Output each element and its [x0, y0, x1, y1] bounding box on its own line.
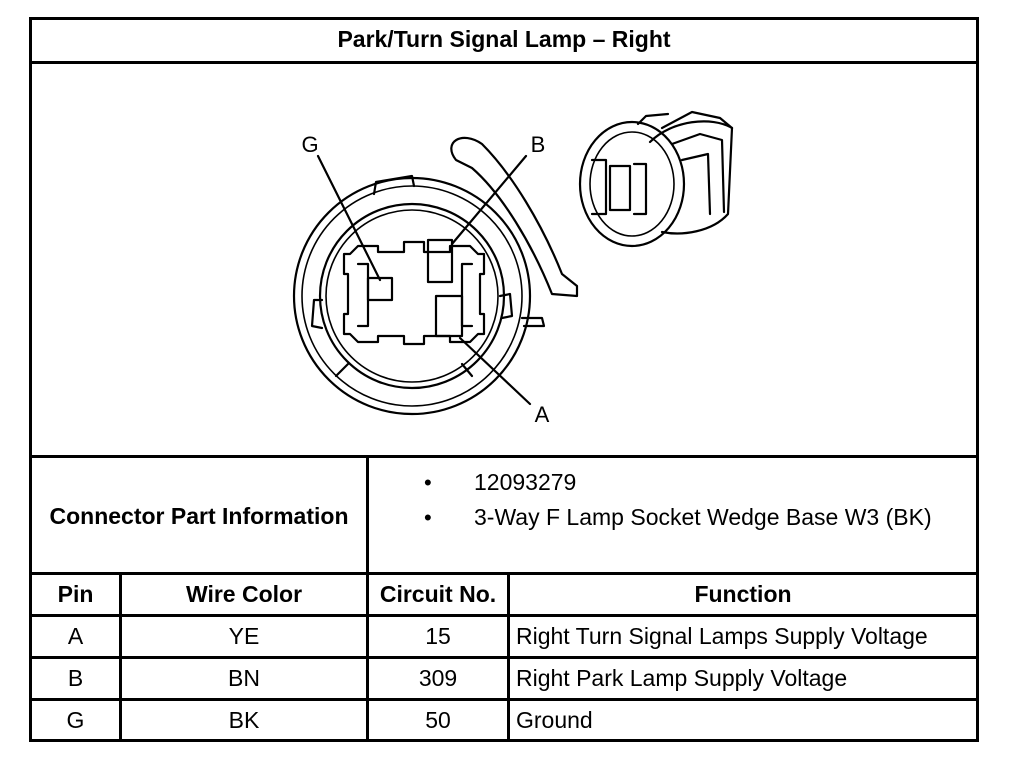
connector-info-label: Connector Part Information — [49, 503, 349, 529]
table-col-border — [119, 572, 122, 742]
connector-illustration: G B A — [32, 64, 976, 456]
connector-part-number: 12093279 — [474, 468, 577, 495]
bullet-icon: • — [424, 470, 432, 495]
table-top-border — [29, 572, 979, 575]
table-cell-pin: G — [66, 706, 85, 733]
table-cell-pin: B — [67, 665, 84, 691]
connector-sheet-frame — [29, 17, 979, 742]
callout-a: A — [535, 402, 550, 427]
table-cell-function: Right Park Lamp Supply Voltage — [516, 665, 848, 691]
connector-description: 3-Way F Lamp Socket Wedge Base W3 (BK) — [474, 503, 932, 530]
figure-divider — [29, 455, 979, 458]
table-cell-function: Ground — [516, 706, 593, 733]
terminal-a — [434, 294, 464, 338]
table-cell-circuit: 50 — [425, 706, 451, 733]
terminal-g — [366, 276, 394, 302]
header-pin: Pin — [57, 581, 94, 607]
table-row-border — [29, 656, 979, 659]
table-cell-circuit: 309 — [418, 665, 458, 691]
table-cell-circuit: 15 — [425, 623, 451, 649]
lamp-socket-face — [292, 136, 579, 416]
bullet-icon: • — [424, 505, 432, 530]
table-col-border — [507, 572, 510, 742]
header-circuit-no: Circuit No. — [379, 581, 497, 607]
table-row-border — [29, 698, 979, 701]
table-cell-wire-color: YE — [228, 623, 260, 649]
table-col-border — [366, 572, 369, 742]
header-function: Function — [694, 581, 792, 607]
lamp-socket-side-view — [578, 110, 734, 248]
callout-b: B — [531, 132, 546, 157]
table-cell-function: Right Turn Signal Lamps Supply Voltage — [516, 623, 928, 649]
terminal-b — [426, 238, 454, 284]
sheet-title: Park/Turn Signal Lamp – Right — [29, 17, 979, 64]
connector-info-divider — [366, 455, 369, 575]
table-cell-wire-color: BK — [228, 706, 260, 733]
callout-g: G — [301, 132, 318, 157]
table-row-border — [29, 614, 979, 617]
header-wire-color: Wire Color — [185, 581, 303, 607]
table-cell-pin: A — [67, 623, 84, 649]
table-cell-wire-color: BN — [228, 665, 260, 691]
